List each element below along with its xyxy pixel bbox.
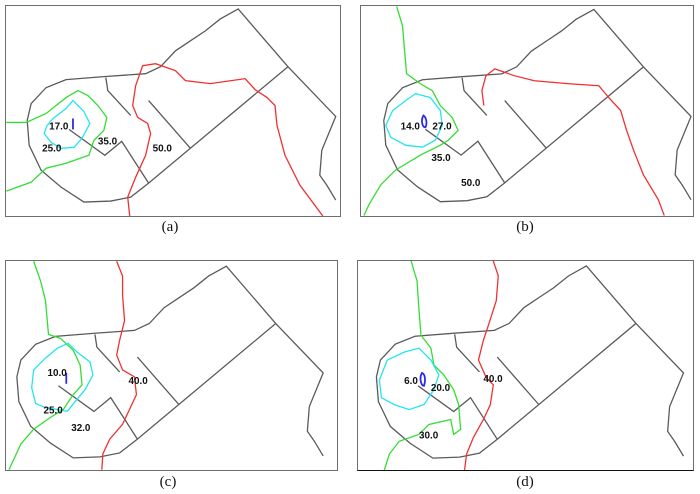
contour-map-a: 17.0 25.0 35.0 50.0 (6, 8, 337, 216)
contour-label: 50.0 (461, 178, 481, 189)
contour-map-c: 10.0 25.0 32.0 40.0 (8, 261, 324, 470)
red-contour (463, 261, 499, 470)
caption-c: (c) (159, 474, 177, 490)
panel-d: 6.0 20.0 40.0 30.0 (357, 260, 694, 471)
caption-b: (b) (516, 219, 534, 235)
red-contour (127, 63, 324, 216)
green-contour (6, 89, 108, 192)
contour-label: 35.0 (98, 136, 118, 147)
contour-label: 50.0 (153, 143, 173, 154)
contour-map-b: 14.0 27.0 35.0 50.0 (363, 6, 692, 216)
contour-label: 17.0 (49, 121, 69, 132)
red-contour (101, 261, 138, 470)
contour-label: 30.0 (419, 430, 439, 441)
contour-label: 25.0 (44, 405, 64, 416)
caption-a: (a) (161, 219, 179, 235)
blue-contour (421, 114, 428, 129)
boundary-lines (375, 265, 685, 459)
contour-label: 25.0 (42, 143, 62, 154)
contour-label: 40.0 (129, 376, 149, 387)
green-contour (8, 261, 83, 470)
contour-map-d: 6.0 20.0 40.0 30.0 (375, 261, 685, 470)
contour-label: 20.0 (431, 383, 451, 394)
green-contour (383, 261, 462, 470)
cyan-contour (31, 342, 94, 413)
blue-contour (419, 371, 426, 387)
contour-label: 14.0 (401, 121, 421, 132)
contour-label: 6.0 (404, 376, 418, 387)
contour-label: 10.0 (47, 368, 67, 379)
panel-a: 17.0 25.0 35.0 50.0 (5, 5, 341, 217)
cyan-contour (385, 92, 443, 148)
green-contour (363, 6, 459, 216)
red-contour (481, 68, 665, 216)
contour-label: 35.0 (431, 153, 451, 164)
boundary-lines (26, 8, 337, 203)
contour-label: 27.0 (432, 121, 452, 132)
contour-label: 32.0 (71, 423, 91, 434)
caption-d: (d) (516, 474, 534, 490)
contour-label: 40.0 (483, 374, 503, 385)
cyan-contour (43, 99, 91, 149)
panel-c: 10.0 25.0 32.0 40.0 (5, 260, 338, 471)
panel-b: 14.0 27.0 35.0 50.0 (360, 5, 694, 217)
boundary-lines (383, 8, 692, 203)
cyan-contour (378, 347, 440, 411)
boundary-lines (16, 265, 324, 459)
